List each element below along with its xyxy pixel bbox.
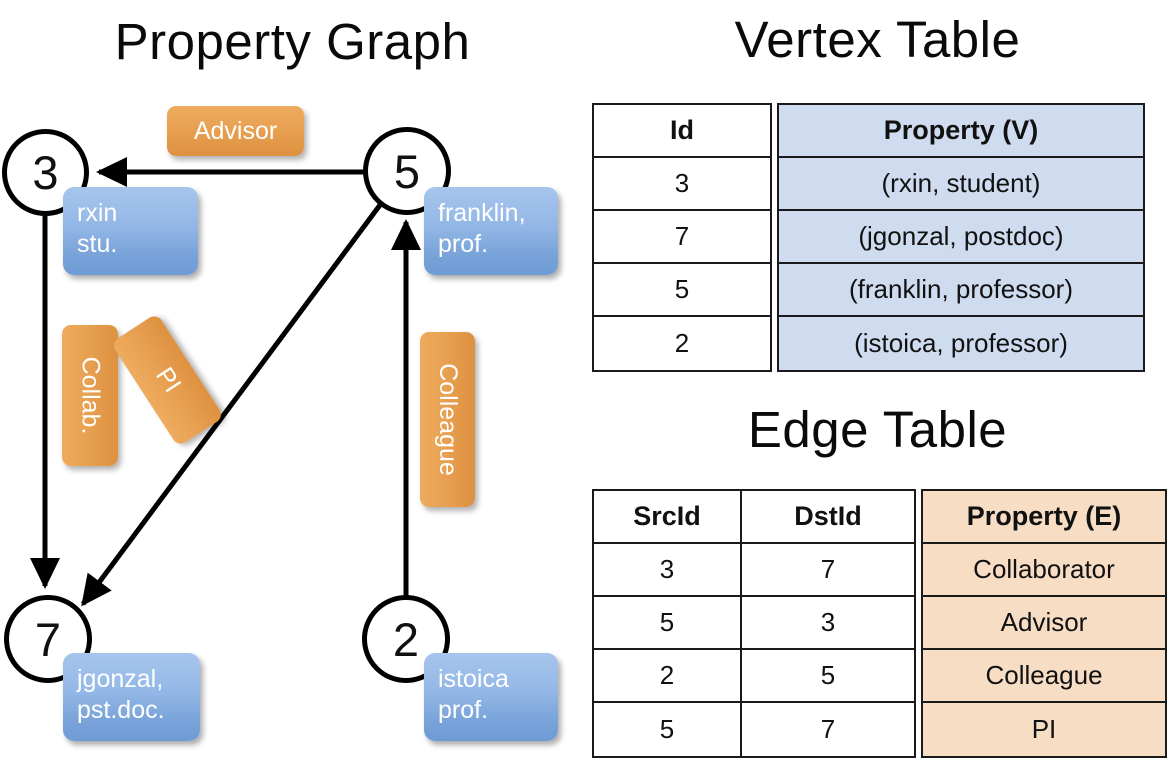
edge-label-advisor-text: Advisor xyxy=(193,116,278,145)
vertex-property-5-line1: franklin, xyxy=(438,199,526,227)
vertex-node-5-label: 5 xyxy=(393,144,421,198)
edge-label-colleague-text: Colleague xyxy=(434,363,462,476)
table-row: 7 xyxy=(742,703,914,756)
edge-table-header-srcid: SrcId xyxy=(594,491,740,544)
table-row: Collaborator xyxy=(923,544,1165,597)
vertex-node-2-label: 2 xyxy=(392,612,420,666)
graph-edges-svg xyxy=(30,157,421,607)
vertex-node-2[interactable]: 2 xyxy=(362,595,450,683)
edge-table-header-dstid: DstId xyxy=(742,491,914,544)
edge-table-srcid-column: SrcId 3 5 2 5 xyxy=(592,489,742,758)
table-row: 3 xyxy=(742,597,914,650)
edge-label-collab: Collab. xyxy=(62,325,118,466)
vertex-property-box-5: franklin, prof. xyxy=(424,187,558,275)
table-row: 2 xyxy=(594,650,740,703)
table-row: 7 xyxy=(742,544,914,597)
vertex-property-box-2: istoica prof. xyxy=(424,653,558,741)
vertex-property-2-line2: prof. xyxy=(438,695,489,724)
table-row: Colleague xyxy=(923,650,1165,703)
vertex-node-5[interactable]: 5 xyxy=(363,127,451,215)
table-row: (istoica, professor) xyxy=(779,317,1143,370)
vertex-property-box-7: jgonzal, pst.doc. xyxy=(63,653,200,741)
vertex-table-id-column: Id 3 7 5 2 xyxy=(592,103,772,372)
vertex-table-property-column: Property (V) (rxin, student) (jgonzal, p… xyxy=(777,103,1145,372)
edge-table-dstid-column: DstId 7 3 5 7 xyxy=(740,489,916,758)
vertex-property-7-line1: jgonzal, xyxy=(77,665,164,693)
vertex-property-3-line2: stu. xyxy=(77,229,118,258)
table-row: 3 xyxy=(594,544,740,597)
table-row: (jgonzal, postdoc) xyxy=(779,211,1143,264)
vertex-property-2-line1: istoica xyxy=(438,665,509,693)
table-row: 5 xyxy=(594,264,770,317)
edge-label-advisor: Advisor xyxy=(167,106,304,156)
edge-table-header-property: Property (E) xyxy=(923,491,1165,544)
edge-table: SrcId 3 5 2 5 DstId 7 3 5 7 Property (E)… xyxy=(592,489,1167,758)
vertex-property-3-line1: rxin xyxy=(77,199,118,227)
table-row: 5 xyxy=(742,650,914,703)
vertex-table-header-id: Id xyxy=(594,105,770,158)
table-row: 2 xyxy=(594,317,770,370)
edge-table-property-column: Property (E) Collaborator Advisor Collea… xyxy=(921,489,1167,758)
vertex-node-3-label: 3 xyxy=(32,146,59,199)
table-row: 7 xyxy=(594,211,770,264)
vertex-node-7-label: 7 xyxy=(34,612,62,666)
table-row: PI xyxy=(923,703,1165,756)
edge-5-to-7 xyxy=(80,203,383,607)
table-row: 3 xyxy=(594,158,770,211)
page-title-edge-table: Edge Table xyxy=(747,401,1008,458)
table-row: 5 xyxy=(594,597,740,650)
edge-label-collab-text: Collab. xyxy=(76,356,105,435)
vertex-property-box-3: rxin stu. xyxy=(63,187,198,275)
page-title-property-graph: Property Graph xyxy=(114,13,471,70)
table-row: (franklin, professor) xyxy=(779,264,1143,317)
edge-label-colleague: Colleague xyxy=(420,332,475,507)
page-title-vertex-table: Vertex Table xyxy=(734,11,1021,68)
table-row: (rxin, student) xyxy=(779,158,1143,211)
vertex-property-5-line2: prof. xyxy=(438,229,489,258)
vertex-property-7-line2: pst.doc. xyxy=(77,695,165,724)
vertex-table-header-property: Property (V) xyxy=(779,105,1143,158)
vertex-table: Id 3 7 5 2 Property (V) (rxin, student) … xyxy=(592,103,1145,372)
table-row: 5 xyxy=(594,703,740,756)
table-row: Advisor xyxy=(923,597,1165,650)
edge-label-pi-text: PI xyxy=(149,362,187,398)
